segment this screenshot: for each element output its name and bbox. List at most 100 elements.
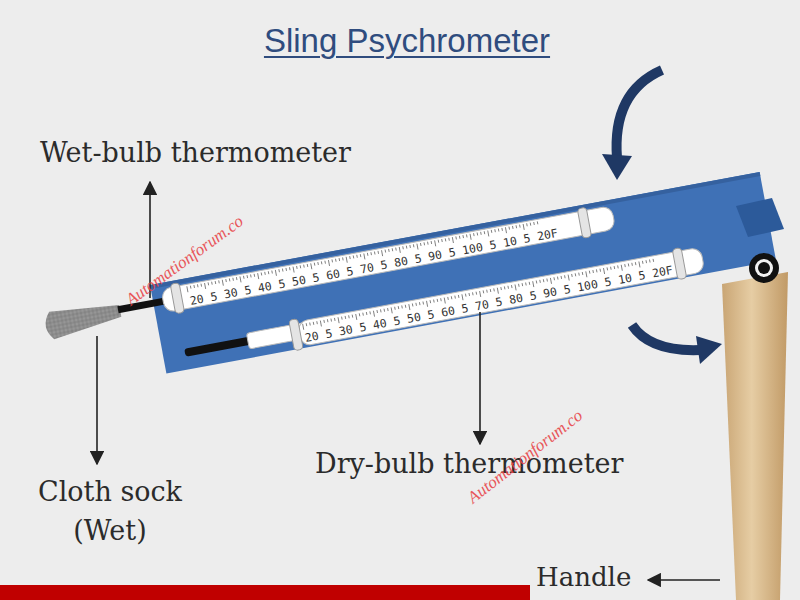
scale-tick — [505, 227, 506, 233]
leader-line — [96, 336, 98, 464]
scale-tick — [370, 252, 372, 255]
scale-tick — [398, 306, 400, 309]
scale-tick — [642, 261, 644, 264]
scale-tick — [444, 298, 445, 304]
scale-tick — [236, 277, 238, 280]
scale-tick — [440, 298, 442, 301]
scale-tick — [258, 273, 259, 279]
scale-tick — [424, 242, 426, 245]
scale-tick — [306, 323, 308, 326]
scale-tick — [417, 244, 418, 250]
scale-tick — [462, 235, 464, 238]
scale-tick — [324, 261, 326, 264]
scale-tick — [445, 238, 447, 241]
scale-tick — [211, 282, 213, 285]
scale-tick — [599, 269, 601, 272]
scale-tick — [468, 293, 470, 296]
scale-tick — [557, 277, 559, 280]
scale-tick — [282, 269, 284, 272]
scale-tick — [497, 288, 498, 294]
scale-tick — [330, 319, 332, 322]
scale-tick — [526, 223, 528, 226]
scale-tick — [268, 271, 270, 274]
scale-tick — [635, 262, 637, 265]
scale-tick — [193, 285, 195, 288]
scale-tick — [399, 247, 400, 253]
scale-tick — [653, 259, 655, 262]
scale-tick — [367, 253, 369, 256]
scale-tick — [483, 290, 485, 293]
scale-tick — [504, 286, 506, 289]
scale-tick — [374, 252, 376, 255]
scale-tick — [377, 251, 379, 254]
scale-tick — [525, 283, 527, 286]
scale-tick — [631, 263, 633, 266]
scale-tick — [261, 273, 263, 276]
scale-tick — [476, 292, 478, 295]
scale-tick — [247, 275, 249, 278]
scale-tick — [413, 244, 415, 247]
scale-tick — [218, 280, 220, 283]
leader-line — [479, 312, 481, 444]
scale-tick — [415, 303, 417, 306]
scale-tick — [264, 272, 266, 275]
scale-tick — [334, 318, 336, 321]
scale-tick — [571, 274, 573, 277]
rotation-arrow — [617, 70, 662, 158]
scale-tick — [208, 282, 210, 285]
title-box: Sling Psychrometer — [264, 22, 550, 60]
scale-tick — [536, 281, 538, 284]
scale-tick — [511, 285, 513, 288]
scale-tick — [385, 250, 387, 253]
part-label-box: Wet-bulb thermometer — [40, 137, 351, 168]
scale-tick — [484, 231, 486, 234]
scale-tick — [493, 288, 495, 291]
frame-group — [42, 172, 776, 395]
scale-tick — [568, 275, 569, 281]
rotation-arrow — [632, 325, 700, 350]
scale-tick — [205, 283, 206, 289]
scale-tick — [529, 282, 531, 285]
scale-tick — [352, 315, 354, 318]
scale-tick — [437, 299, 439, 302]
part-label: Handle — [536, 562, 631, 592]
scale-ticks — [187, 202, 654, 349]
dry-bulb — [184, 337, 250, 357]
scale-tick — [250, 274, 252, 277]
cloth-sock — [43, 299, 123, 340]
scale-tick — [586, 271, 587, 277]
scale-tick — [356, 314, 357, 320]
scale-tick — [490, 289, 492, 292]
scale-tick — [539, 280, 541, 283]
scale-tick — [362, 313, 364, 316]
scale-tick — [366, 312, 368, 315]
scale-tick — [409, 245, 411, 248]
scale-tick — [564, 275, 566, 278]
scale-tick — [317, 262, 319, 265]
scale-tick — [575, 273, 577, 276]
scale-tick — [422, 302, 424, 305]
scale-tick — [394, 307, 396, 310]
frame — [150, 172, 776, 373]
scale-tick — [391, 307, 392, 313]
scale-tick — [215, 281, 217, 284]
scale-tick — [395, 248, 397, 251]
scale-tick — [412, 303, 414, 306]
scale-tick — [454, 296, 456, 299]
scale-tick — [328, 260, 329, 266]
scale-tick — [451, 296, 453, 299]
scale-tick — [303, 324, 304, 330]
scale-tick — [384, 309, 386, 312]
scale-tick — [405, 305, 407, 308]
scale-tick — [331, 259, 333, 262]
scale-tick — [353, 255, 355, 258]
scale-tick — [645, 260, 647, 263]
scale-tick — [311, 263, 312, 269]
pivot-pin — [758, 262, 770, 274]
scale-tick — [285, 268, 287, 271]
scale-tick — [512, 226, 514, 229]
scale-tick — [610, 267, 612, 270]
scale-tick — [406, 246, 408, 249]
scale-tick — [431, 241, 433, 244]
